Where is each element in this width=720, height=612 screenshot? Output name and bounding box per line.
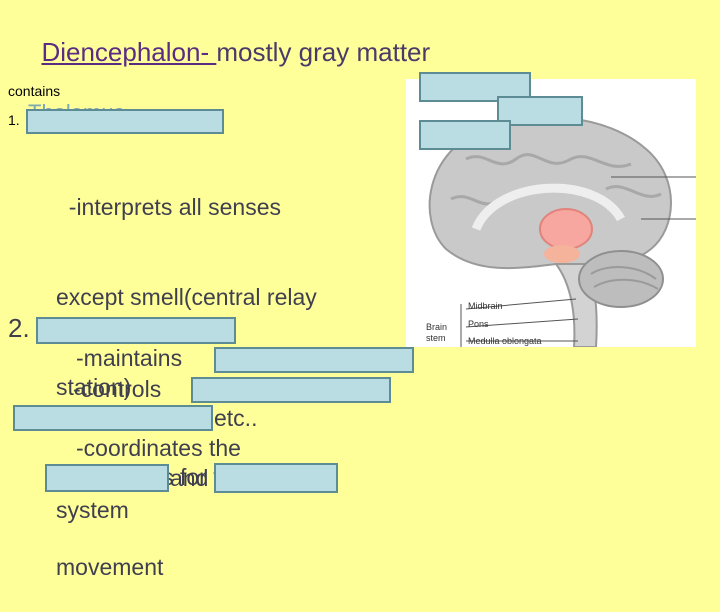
item2-line6: system (56, 497, 129, 523)
item1-line: movement (56, 554, 164, 580)
cover-box-5[interactable] (13, 405, 213, 431)
cover-box-4[interactable] (191, 377, 391, 403)
leader-line (465, 298, 577, 310)
item1-number: 1. (8, 112, 20, 128)
slide-title: Diencephalon- mostly gray matter (27, 6, 430, 68)
item2-line4: -coordinates the (76, 435, 241, 461)
label-pons: Pons (468, 319, 489, 329)
brain-illustration (428, 116, 696, 347)
item2-line3: etc.. (214, 405, 258, 431)
item2-line1: -maintains (76, 345, 183, 371)
leader-line (465, 318, 579, 328)
cover-box-fig-2[interactable] (497, 96, 583, 126)
item2-line2: -controls (73, 376, 162, 402)
cover-box-2[interactable] (36, 317, 236, 344)
item2-number: 2. (8, 313, 30, 343)
label-brainstem: Brain stem (426, 322, 448, 343)
contains-label: contains (8, 83, 61, 99)
gyri-line (465, 153, 632, 168)
corpus-callosum (471, 183, 625, 231)
label-midbrain: Midbrain (468, 301, 503, 311)
cerebellum-folia (590, 266, 659, 290)
cover-box-fig-3[interactable] (419, 120, 511, 150)
item1-line: except smell(central relay (56, 284, 317, 310)
title-underlined: Diencephalon- (41, 37, 217, 67)
label-medulla: Medulla oblongata (468, 336, 542, 346)
cover-box-3[interactable] (214, 347, 414, 373)
item1-line: -interprets all senses (56, 194, 281, 220)
cover-box-6[interactable] (45, 464, 169, 492)
item2-line5: and (170, 465, 209, 491)
cover-box-7[interactable] (214, 463, 338, 493)
thalamus-shape (539, 208, 593, 250)
hypothalamus-shape (544, 245, 580, 263)
title-rest: mostly gray matter (216, 37, 431, 67)
item1-line: station) (56, 374, 132, 400)
cover-box-1[interactable] (26, 109, 224, 134)
